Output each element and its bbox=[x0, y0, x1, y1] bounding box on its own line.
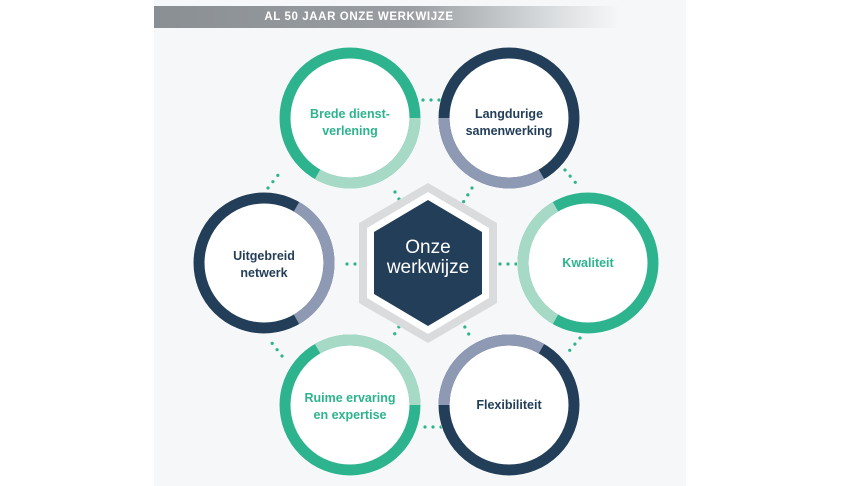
node-ruime-ervaring bbox=[279, 334, 421, 476]
banner-title: AL 50 JAAR ONZE WERKWIJZE bbox=[264, 11, 454, 23]
center-label: Onze werkwijze bbox=[372, 238, 484, 278]
node-kwaliteit bbox=[517, 192, 659, 334]
center-hexagon bbox=[359, 183, 497, 343]
label-line: Kwaliteit bbox=[562, 256, 614, 270]
label-line: Brede dienst- bbox=[310, 107, 390, 121]
node-flexibiliteit bbox=[438, 334, 580, 476]
label-brede-dienstverlening: Brede dienst- verlening bbox=[290, 106, 410, 140]
center-label-line2: werkwijze bbox=[386, 257, 470, 278]
node-uitgebreid-netwerk bbox=[193, 192, 335, 334]
label-line: samenwerking bbox=[465, 124, 553, 138]
label-line: Uitgebreid bbox=[233, 249, 295, 263]
label-line: verlening bbox=[322, 124, 378, 138]
label-line: Flexibiliteit bbox=[476, 398, 542, 412]
label-langdurige-samenwerking: Langdurige samenwerking bbox=[449, 106, 569, 140]
label-uitgebreid-netwerk: Uitgebreid netwerk bbox=[204, 248, 324, 282]
label-ruime-ervaring: Ruime ervaring en expertise bbox=[290, 390, 410, 424]
label-flexibiliteit: Flexibiliteit bbox=[449, 397, 569, 414]
label-kwaliteit: Kwaliteit bbox=[528, 255, 648, 272]
title-banner: AL 50 JAAR ONZE WERKWIJZE bbox=[154, 6, 620, 28]
label-line: Langdurige bbox=[474, 107, 544, 121]
label-line: en expertise bbox=[313, 408, 387, 422]
node-brede-dienstverlening bbox=[279, 47, 421, 189]
label-line: Ruime ervaring bbox=[304, 391, 396, 405]
node-langdurige-samenwerking bbox=[438, 47, 580, 189]
center-label-line1: Onze bbox=[405, 237, 451, 258]
label-line: netwerk bbox=[240, 266, 288, 280]
